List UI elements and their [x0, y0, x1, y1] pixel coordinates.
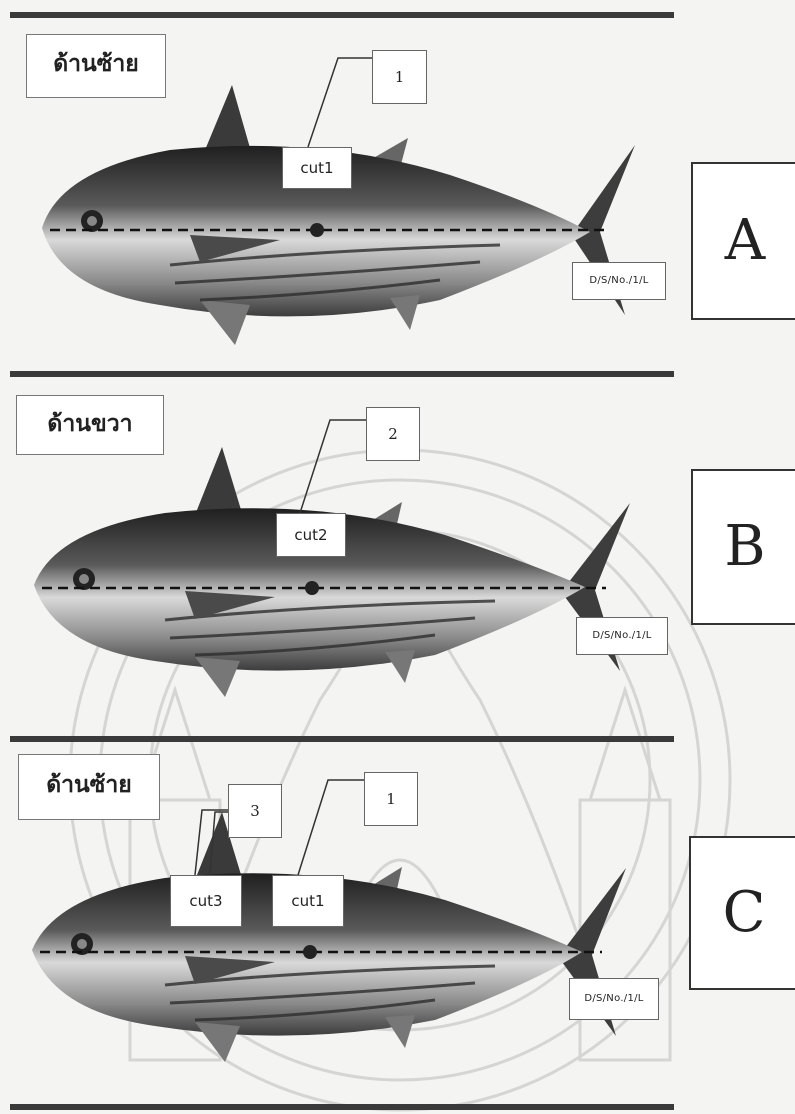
cut-box: cut1: [282, 147, 352, 189]
number-box: 3: [228, 784, 282, 838]
letter-box: A: [691, 162, 795, 320]
panel-b: ด้านขวา 2 cut2 D/S/N: [0, 365, 795, 725]
cut-box: cut2: [276, 513, 346, 557]
cut-box: cut3: [170, 875, 242, 927]
number-box: 2: [366, 407, 420, 461]
code-box: D/S/No./1/L: [576, 617, 668, 655]
code-box: D/S/No./1/L: [572, 262, 666, 300]
section-divider: [10, 1104, 674, 1110]
number-box: 1: [372, 50, 427, 104]
code-box: D/S/No./1/L: [569, 978, 659, 1020]
tuna-fish-illustration: [0, 365, 700, 725]
panel-a: ด้านซ้าย 1 cut1 D/S/: [0, 0, 795, 360]
tuna-fish-illustration: [0, 730, 700, 1090]
number-box: 1: [364, 772, 418, 826]
letter-box: B: [691, 469, 795, 625]
cut-box: cut1: [272, 875, 344, 927]
letter-box: C: [689, 836, 795, 990]
panel-c: ด้านซ้าย 3 1: [0, 730, 795, 1090]
